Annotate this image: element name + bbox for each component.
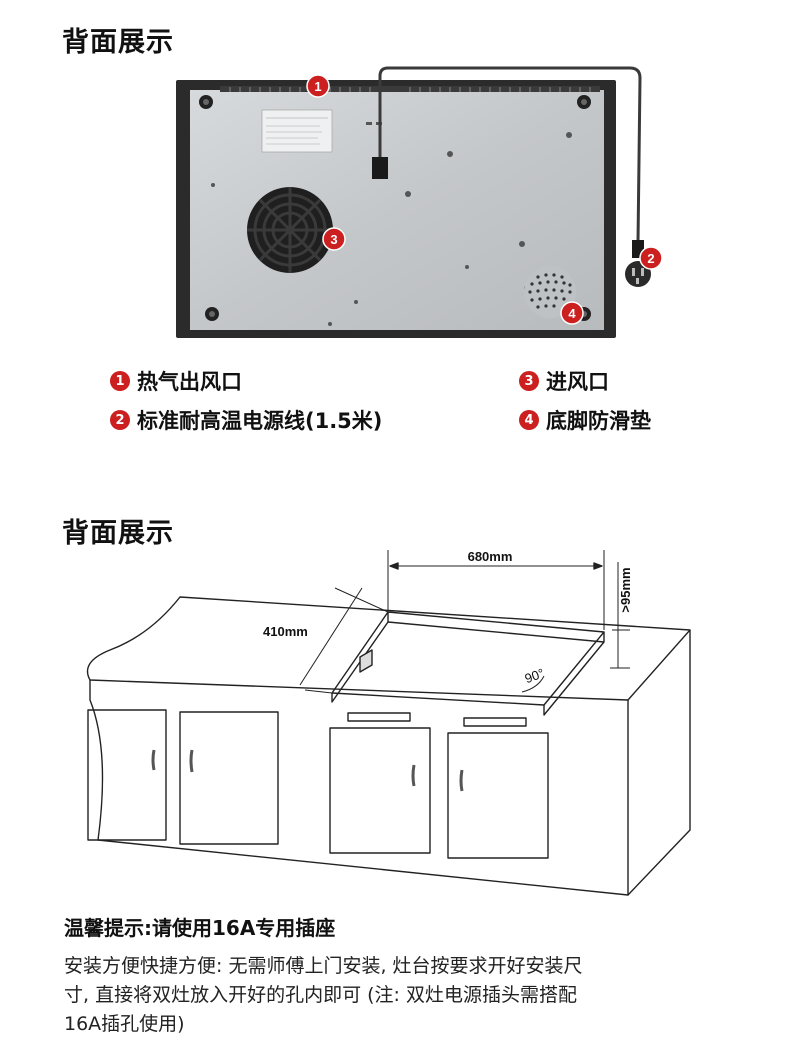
cabinet-door-1 [87,709,167,841]
legend-item-air-inlet: 3 进风口 [519,366,609,396]
legend-number-badge: 2 [110,410,130,430]
legend-item-power-cord: 2 标准耐高温电源线(1.5米) [110,405,382,435]
countertop-top-surface [86,596,691,701]
callout-badge-3: 3 [322,227,346,251]
drawer-slot-1 [347,712,411,722]
tip-title: 温馨提示:请使用16A专用插座 [64,916,336,940]
dotted-vent [524,266,576,318]
countertop-right-side [627,630,691,896]
cabinet-door-2 [179,711,279,845]
callout-badge-2: 2 [639,246,663,270]
legend-label: 热气出风口 [137,370,242,394]
legend-number-badge: 4 [519,410,539,430]
legend-number-badge: 1 [110,371,130,391]
dimension-depth-label: 410mm [263,624,308,639]
section-title-installation: 背面展示 [62,518,174,549]
legend-number-badge: 3 [519,371,539,391]
svg-text:1: 1 [314,79,321,94]
power-cord [372,66,651,287]
intake-fan-grill [247,187,333,273]
dimension-height-label: >95mm [618,567,633,612]
svg-text:2: 2 [647,251,654,266]
callout-badge-1: 1 [306,74,330,98]
callout-badge-4: 4 [560,301,584,325]
cooktop-back-illustration: 1 2 3 4 [176,66,663,338]
tip-line-1: 安装方便快捷方便: 无需师傅上门安装, 灶台按要求开好安装尺 [64,955,583,977]
legend-label: 底脚防滑垫 [546,409,651,433]
spec-label-sticker [261,109,333,153]
legend-label: 进风口 [546,370,609,394]
dimension-width-label: 680mm [468,550,513,564]
svg-text:4: 4 [568,306,576,321]
cabinet-door-4 [447,732,549,859]
installation-diagram: 680mm 410mm >95mm 90° [86,550,691,896]
legend-item-hot-air-outlet: 1 热气出风口 [110,366,242,396]
svg-text:3: 3 [330,232,337,247]
legend-item-anti-slip-feet: 4 底脚防滑垫 [519,405,651,435]
legend-label: 标准耐高温电源线(1.5米) [137,409,383,433]
tip-line-2: 寸, 直接将双灶放入开好的孔内即可 (注: 双灶电源插头需搭配 [64,984,577,1006]
cabinet-door-3 [329,727,431,854]
section-title-back: 背面展示 [62,27,174,58]
dimension-angle-label: 90° [523,665,547,686]
tip-line-3: 16A插孔使用) [64,1013,185,1035]
drawer-slot-2 [463,717,527,727]
top-vent-slits [220,86,600,92]
